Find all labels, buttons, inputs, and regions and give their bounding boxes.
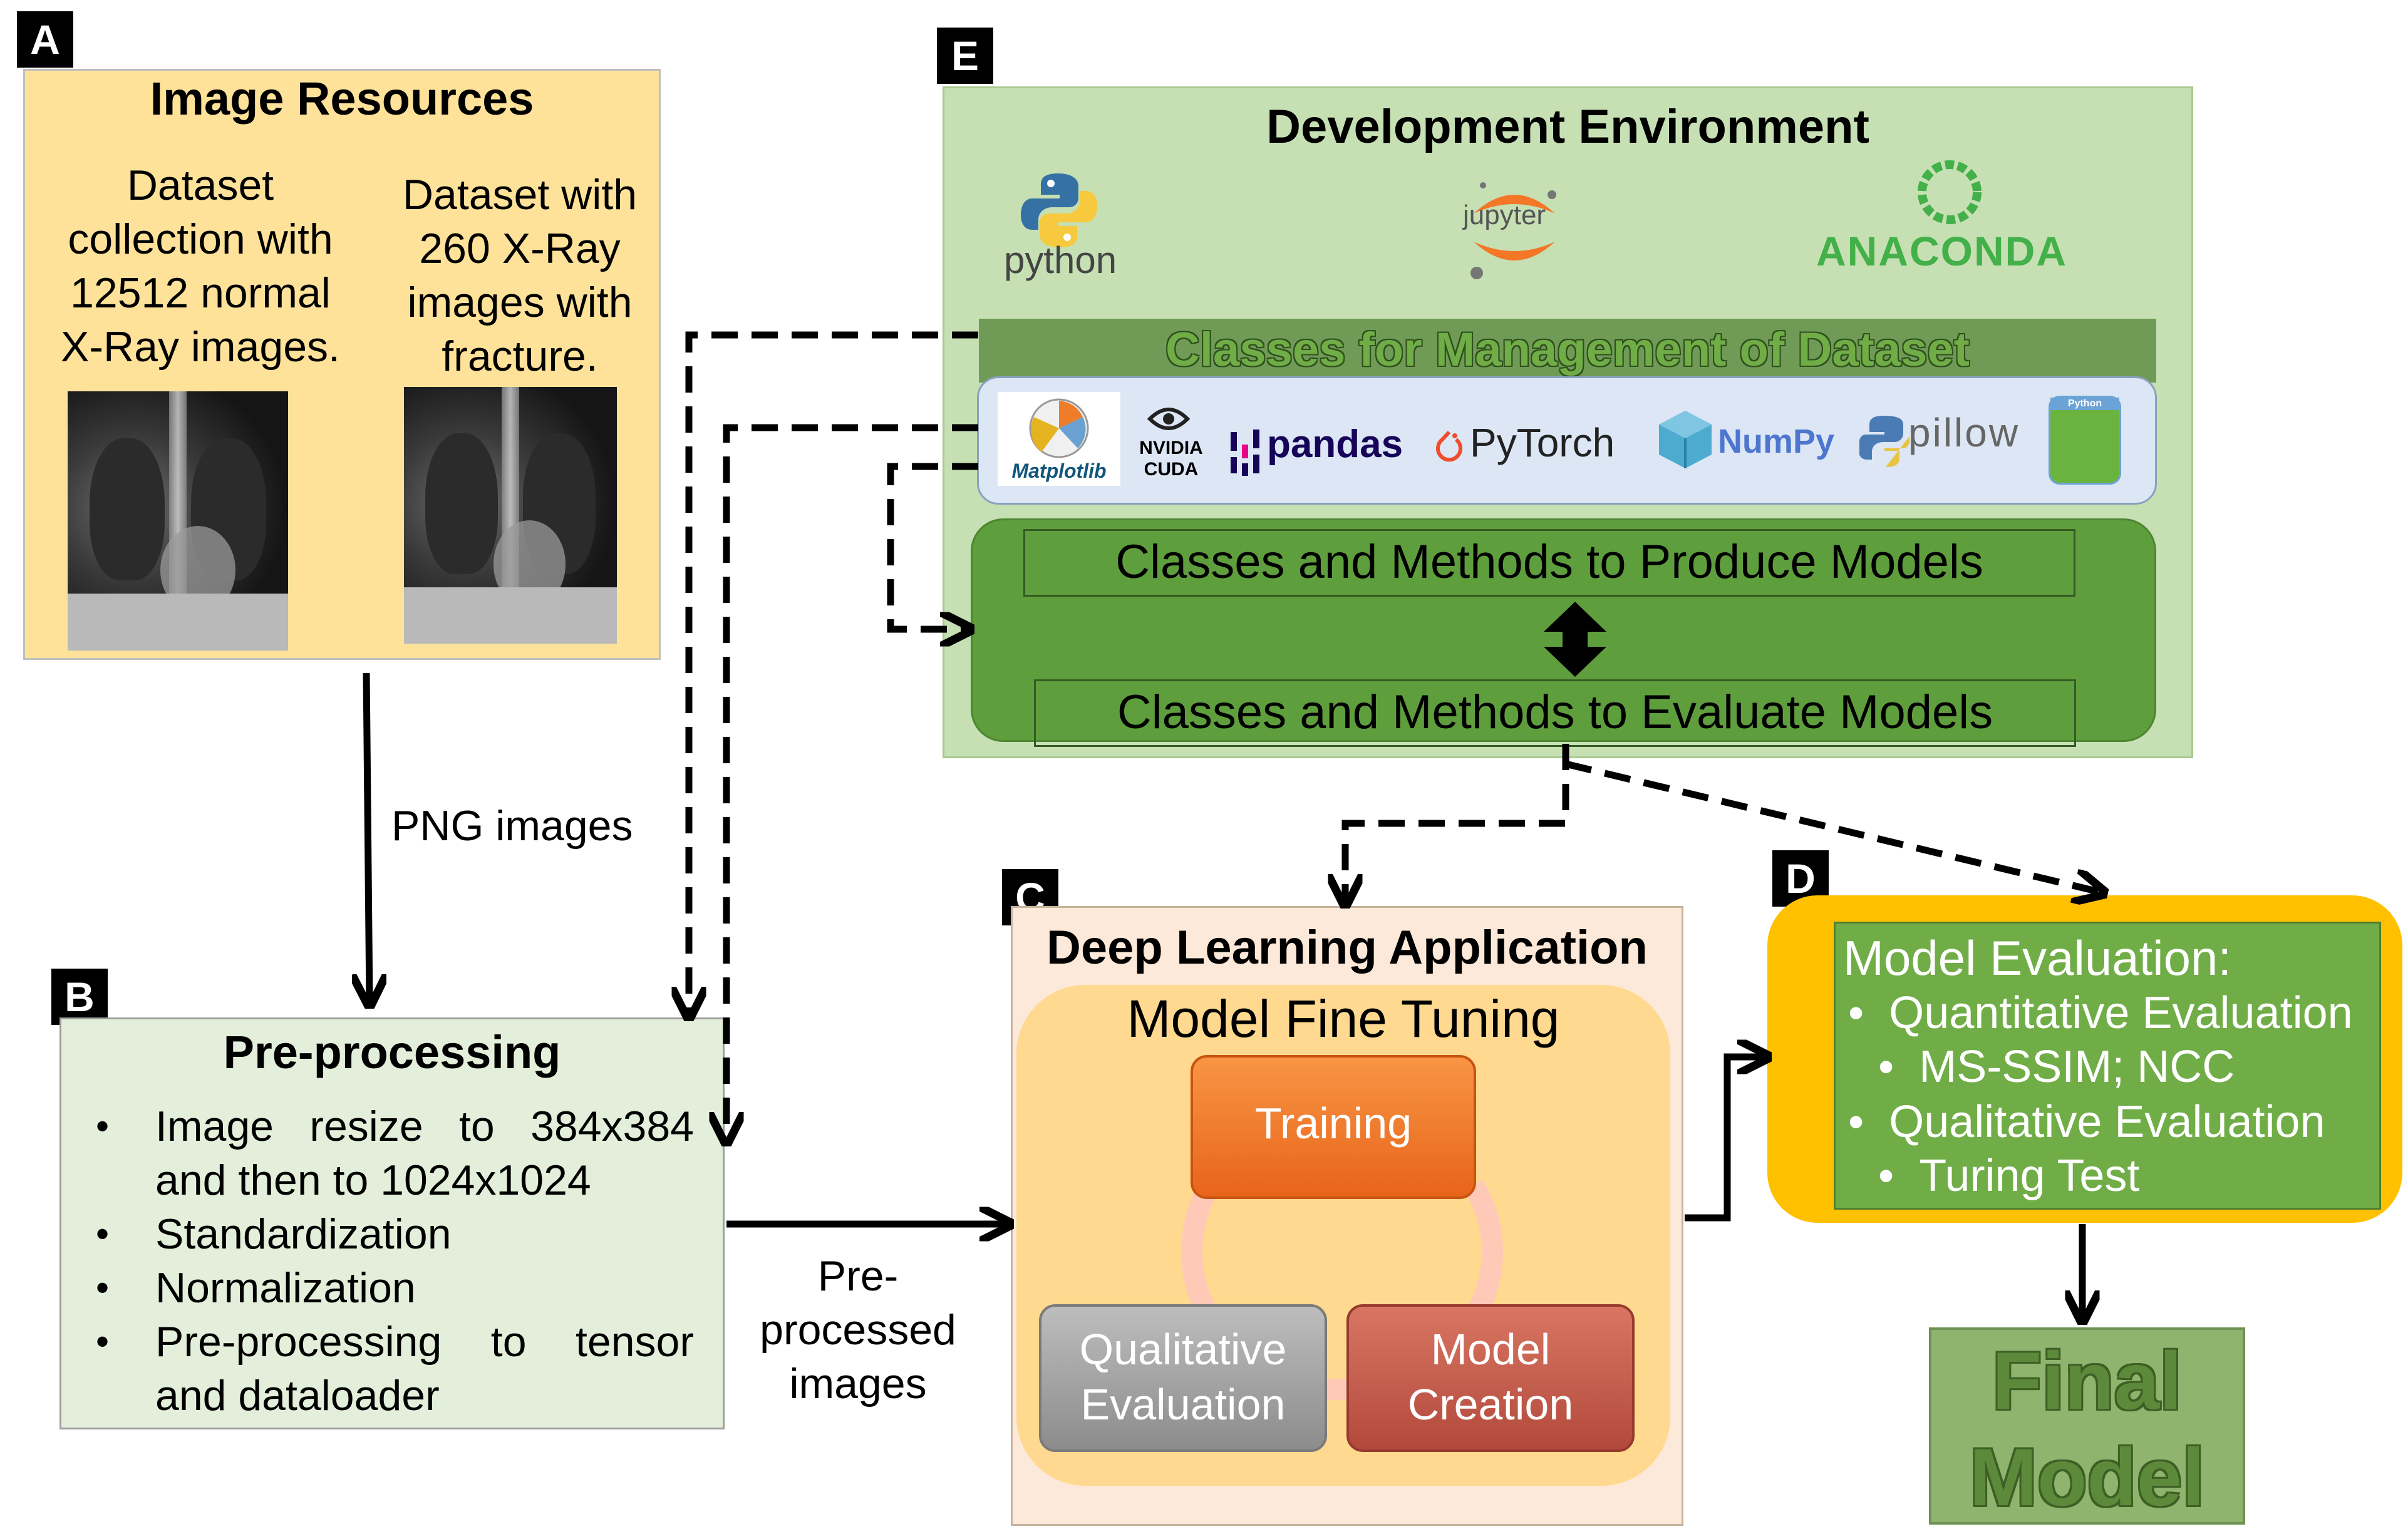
eval-item-turing: •Turing Test: [1878, 1151, 2140, 1201]
numpy-icon: [1659, 411, 1712, 468]
preprocessing-title: Pre-processing: [223, 1026, 561, 1078]
final-model-box: Final Model: [1929, 1327, 2245, 1525]
management-label: Classes for Management of Dataset: [1165, 323, 1970, 376]
evaluate-models-box: Classes and Methods to Evaluate Models: [1034, 679, 2076, 747]
cycle-arrow-icon: [1181, 1180, 1503, 1401]
arrow-c-to-d: [1685, 1057, 1765, 1222]
matplotlib-logo: Matplotlib: [998, 392, 1120, 486]
management-band: Classes for Management of Dataset: [979, 319, 2156, 383]
model-evaluation-heading: Model Evaluation:: [1843, 930, 2232, 986]
pandas-label: pandas: [1267, 423, 1403, 466]
pillow-label: pillow: [1908, 410, 2020, 455]
python-jar-icon: Python: [2049, 396, 2121, 485]
numpy-label: NumPy: [1718, 423, 1835, 460]
dataset-normal-text: Dataset collection with 12512 normal X-R…: [61, 162, 340, 371]
development-environment-title: Development Environment: [1266, 100, 1869, 153]
dataset-fracture-text: Dataset with 260 X-Ray images with fract…: [402, 171, 638, 380]
fine-tuning-box: Model Fine Tuning Training Qualitative E…: [1016, 985, 1670, 1486]
training-box: Training: [1191, 1055, 1476, 1199]
anaconda-logo-icon: [1918, 160, 1982, 224]
pytorch-label: PyTorch: [1470, 420, 1615, 465]
preprocess-item-resize: • Image resize to 384x384 and then to 10…: [96, 1103, 694, 1204]
preprocessing-panel: Pre-processing • Image resize to 384x384…: [59, 1017, 725, 1429]
deep-learning-title: Deep Learning Application: [1046, 921, 1648, 974]
jupyter-logo-icon: [1470, 182, 1556, 279]
python-jar-label: Python: [2050, 398, 2119, 410]
eval-item-quantitative: •Quantitative Evaluation: [1848, 988, 2353, 1038]
panel-e-letter: E: [937, 28, 993, 84]
panel-b-letter: B: [51, 969, 108, 1025]
fine-tuning-title: Model Fine Tuning: [1127, 989, 1560, 1048]
qualitative-evaluation-box: Qualitative Evaluation: [1039, 1304, 1327, 1452]
dashed-libs-to-b: [726, 424, 978, 1140]
dashed-mgmt-to-b: [689, 331, 978, 1014]
dashed-eval-to-d: [1564, 760, 2101, 892]
matplotlib-label: Matplotlib: [1011, 460, 1107, 482]
anaconda-label: ANACONDA: [1816, 228, 2067, 274]
jupyter-label: jupyter: [1463, 200, 1546, 230]
model-creation-box: Model Creation: [1346, 1304, 1635, 1452]
model-evaluation-inner: Model Evaluation: •Quantitative Evaluati…: [1834, 922, 2381, 1210]
image-resources-panel: Image Resources Dataset collection with …: [23, 69, 661, 660]
preprocess-item-tensor: • Pre-processing to tensor and dataloade…: [96, 1318, 694, 1419]
fracture-xray-image: [404, 387, 617, 644]
final-model-line1: Final: [1992, 1335, 2183, 1426]
libraries-box: Matplotlib NVIDIA CUDA pandas PyTorch Nu…: [977, 376, 2157, 505]
nvidia-cuda-label: NVIDIA CUDA: [1139, 438, 1203, 480]
produce-models-box: Classes and Methods to Produce Models: [1023, 529, 2075, 597]
pillow-icon: [1859, 416, 1909, 467]
python-logo-icon: [1021, 173, 1097, 247]
dashed-eval-to-c: [1345, 744, 1569, 902]
preprocess-item-standardization: • Standardization: [96, 1210, 452, 1258]
matplotlib-icon: [1029, 398, 1089, 458]
image-resources-title: Image Resources: [150, 73, 534, 125]
png-images-label: PNG images: [391, 802, 633, 850]
panel-a-letter: A: [17, 11, 73, 68]
final-model-line2: Model: [1969, 1431, 2205, 1523]
pytorch-icon: [1436, 430, 1462, 462]
normal-xray-image: [68, 391, 288, 651]
preprocess-item-normalization: • Normalization: [96, 1264, 416, 1312]
arrow-a-to-b: [366, 672, 369, 1002]
preprocessed-images-label: Pre- processed images: [760, 1252, 956, 1408]
nvidia-icon: [1147, 408, 1191, 430]
double-arrow-icon: [1544, 602, 1606, 677]
pandas-icon: [1231, 430, 1259, 476]
dashed-libs-to-models: [887, 463, 978, 629]
python-label: python: [1004, 239, 1117, 281]
model-methods-box: Classes and Methods to Produce Models Cl…: [971, 518, 2156, 747]
eval-item-metrics: •MS-SSIM; NCC: [1878, 1042, 2235, 1092]
eval-item-qualitative: •Qualitative Evaluation: [1848, 1097, 2325, 1147]
